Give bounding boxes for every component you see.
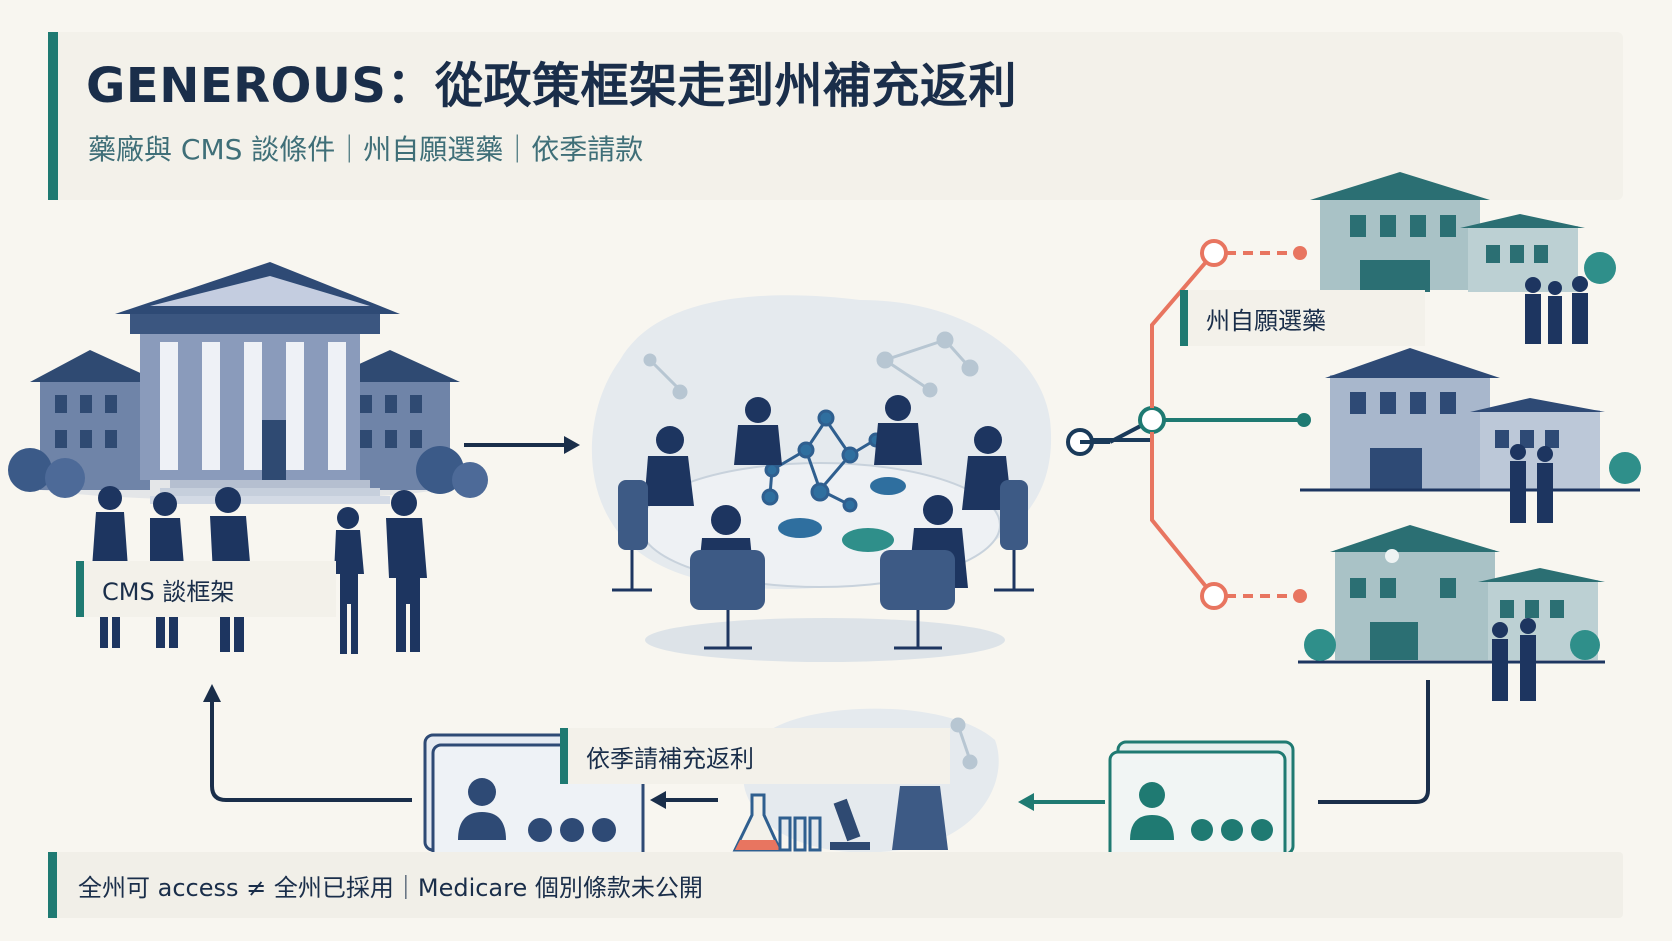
arrow-invoice-to-lab — [1018, 793, 1105, 811]
arrow-cms-to-table — [464, 436, 580, 454]
label-states-text: 州自願選藥 — [1206, 306, 1326, 335]
label-cms-text: CMS 談框架 — [102, 577, 235, 606]
header-accent-bar — [48, 32, 58, 200]
label-quarterly-claims: 依季請補充返利 — [560, 728, 950, 784]
header-panel — [48, 32, 1623, 200]
label-cms-framework: CMS 談框架 — [76, 561, 336, 617]
arrow-invoice-to-cms — [203, 684, 412, 802]
label-claims-text: 依季請補充返利 — [586, 744, 754, 773]
negotiation-table-icon — [591, 295, 1052, 662]
page-title: GENEROUS：從政策框架走到州補充返利 — [86, 58, 1017, 114]
footer-note-text: 全州可 access ≠ 全州已採用｜Medicare 個別條款未公開 — [78, 873, 703, 902]
cms-building-icon — [8, 262, 488, 504]
invoice-card-left-icon — [423, 733, 645, 862]
state-people-icon — [1492, 276, 1588, 701]
page-subtitle: 藥廠與 CMS 談條件｜州自願選藥｜依季請款 — [88, 133, 644, 166]
state-building-top-icon — [1310, 172, 1616, 292]
state-building-bottom-icon — [1298, 525, 1605, 664]
state-building-middle-icon — [1300, 348, 1641, 492]
arrow-states-to-invoice — [1318, 680, 1430, 804]
arrow-lab-to-invoice — [650, 791, 718, 809]
label-state-selection: 州自願選藥 — [1180, 290, 1425, 346]
footer-note: 全州可 access ≠ 全州已採用｜Medicare 個別條款未公開 — [48, 852, 1623, 918]
state-branch-connector — [1066, 239, 1311, 610]
invoice-card-right-icon — [1108, 740, 1295, 866]
